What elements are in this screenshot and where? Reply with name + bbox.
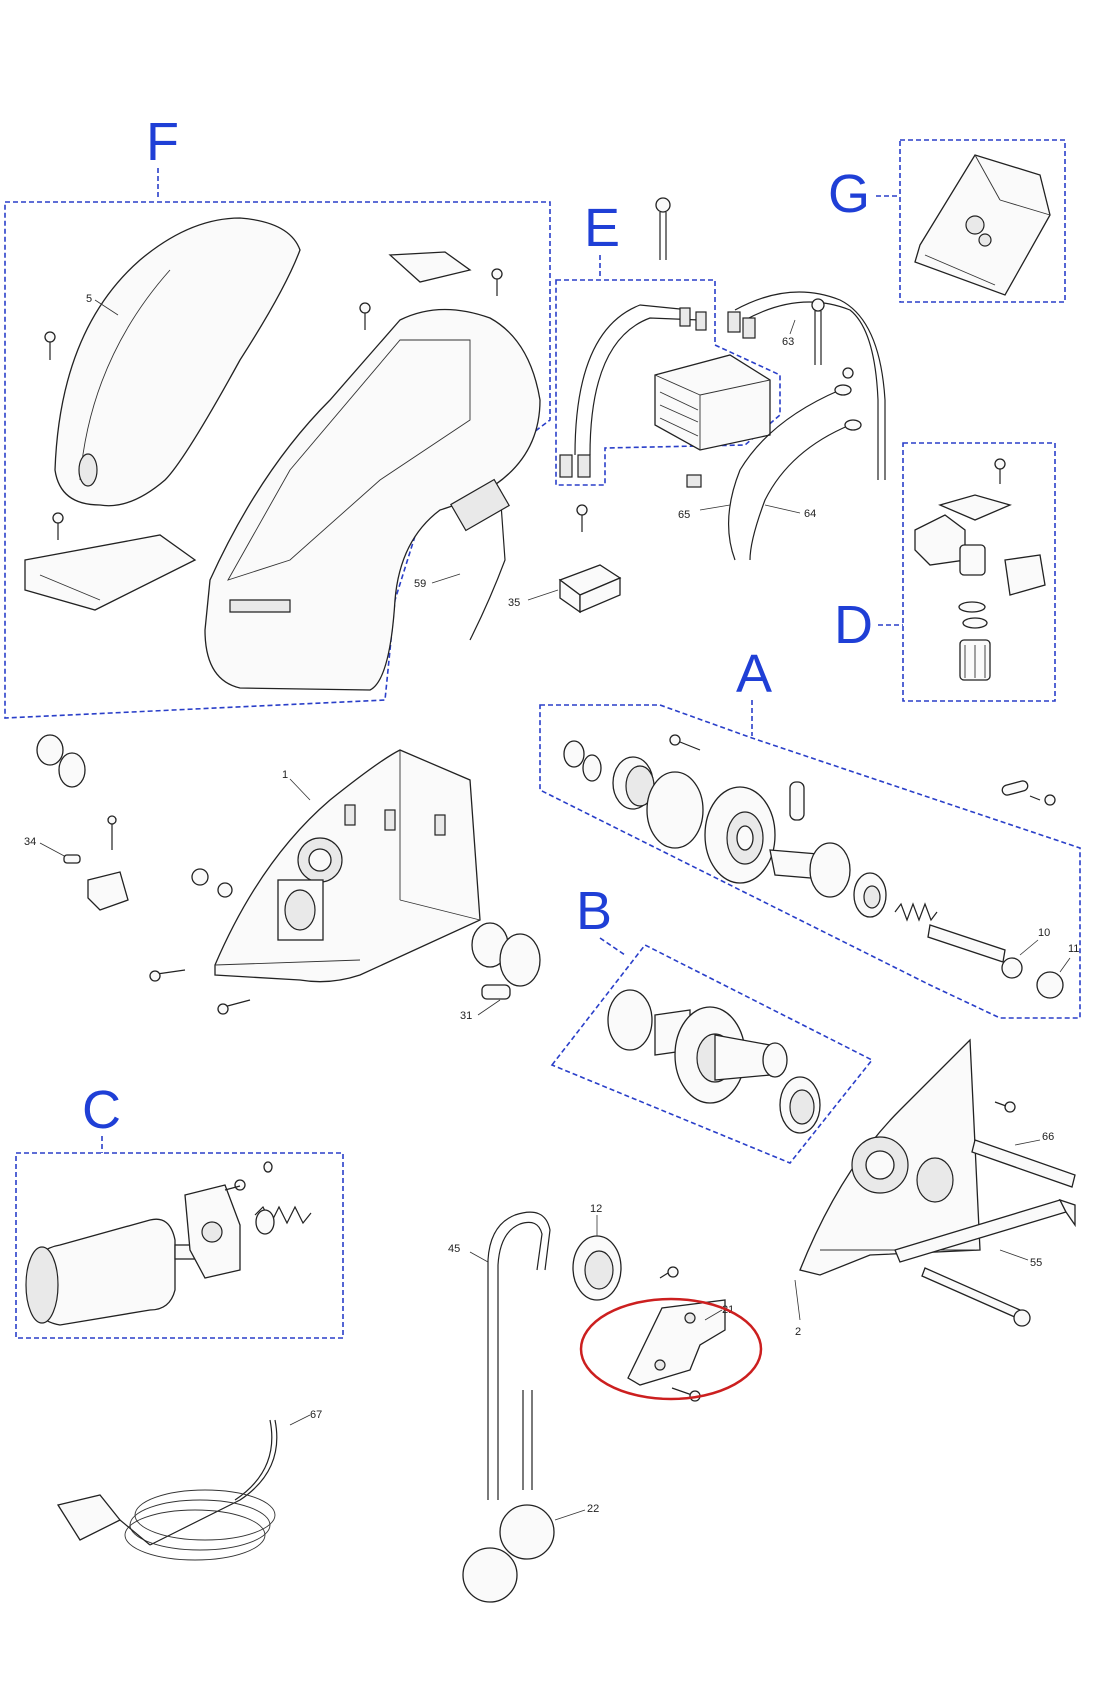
group-c-label: C <box>82 1080 121 1140</box>
group-e: E <box>555 197 781 486</box>
group-f: F 5 59 <box>4 112 551 719</box>
callout-63: 63 <box>782 336 794 348</box>
group-b: B <box>550 881 874 1164</box>
group-g-label: G <box>828 164 870 224</box>
group-d-box <box>902 442 1056 702</box>
callout-45: 45 <box>448 1243 460 1255</box>
group-d-label: D <box>834 595 873 655</box>
transformer <box>654 354 771 451</box>
bracket-part-21: 21 <box>579 1266 763 1402</box>
housing-shell <box>204 308 541 691</box>
group-f-box <box>4 201 551 719</box>
callout-5: 5 <box>86 293 92 305</box>
loose-parts-left: 34 31 <box>24 734 541 1022</box>
group-g: G <box>828 139 1066 303</box>
side-plate-part-2: 2 66 55 <box>794 1038 1076 1338</box>
callout-22: 22 <box>587 1503 599 1515</box>
weight-part-22 <box>499 1504 555 1560</box>
callout-55: 55 <box>1030 1257 1042 1269</box>
group-a-box <box>539 704 1081 1019</box>
group-c: C <box>15 1080 344 1339</box>
callout-11: 11 <box>1068 943 1079 955</box>
callout-1: 1 <box>282 769 288 781</box>
group-g-box <box>899 139 1066 303</box>
group-a-label: A <box>736 644 772 704</box>
callout-65: 65 <box>678 509 690 521</box>
group-b-label: B <box>576 881 612 941</box>
callout-31: 31 <box>460 1010 472 1022</box>
power-cord-part-67: 67 <box>56 1409 322 1561</box>
highlight-ellipse <box>579 1297 763 1401</box>
callout-59: 59 <box>414 578 426 590</box>
cover-part-5 <box>54 217 301 507</box>
group-f-label: F <box>146 112 179 172</box>
group-e-label: E <box>584 198 620 258</box>
callout-35: 35 <box>508 597 520 609</box>
gear-disc <box>646 771 704 849</box>
belt-assembly: 45 12 22 <box>448 1203 622 1603</box>
group-c-box <box>15 1152 344 1339</box>
callout-12: 12 <box>590 1203 602 1215</box>
group-a: A 10 11 <box>539 644 1081 1019</box>
callout-66: 66 <box>1042 1131 1054 1143</box>
wiring-parts: 63 64 65 35 <box>508 291 886 614</box>
callout-34: 34 <box>24 836 36 848</box>
callout-10: 10 <box>1038 927 1050 939</box>
group-d: D <box>834 442 1056 702</box>
callout-2: 2 <box>795 1326 801 1338</box>
callout-67: 67 <box>310 1409 322 1421</box>
gearbox-housing-part-1: 1 <box>214 749 481 983</box>
callout-64: 64 <box>804 508 816 520</box>
